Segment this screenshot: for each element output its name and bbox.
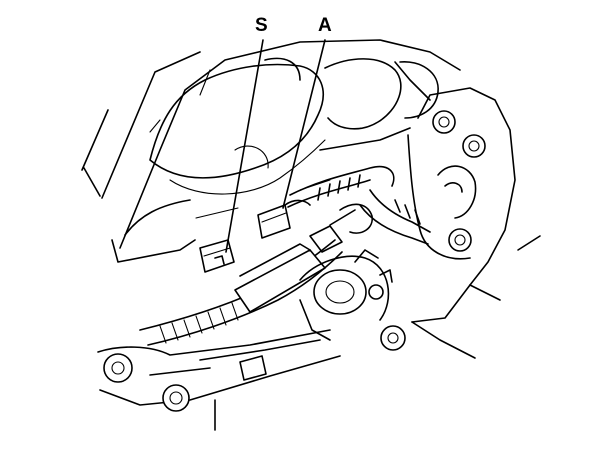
housing-bracket	[368, 87, 541, 359]
lower-flange	[97, 329, 341, 431]
leader-line-s	[225, 39, 264, 253]
callout-a: A	[318, 15, 332, 36]
wire-harness	[139, 165, 431, 346]
starter-body	[299, 249, 393, 341]
leader-lines	[225, 39, 326, 253]
engine-block	[81, 39, 461, 263]
callout-s: S	[255, 15, 268, 36]
leader-line-a	[282, 39, 326, 209]
